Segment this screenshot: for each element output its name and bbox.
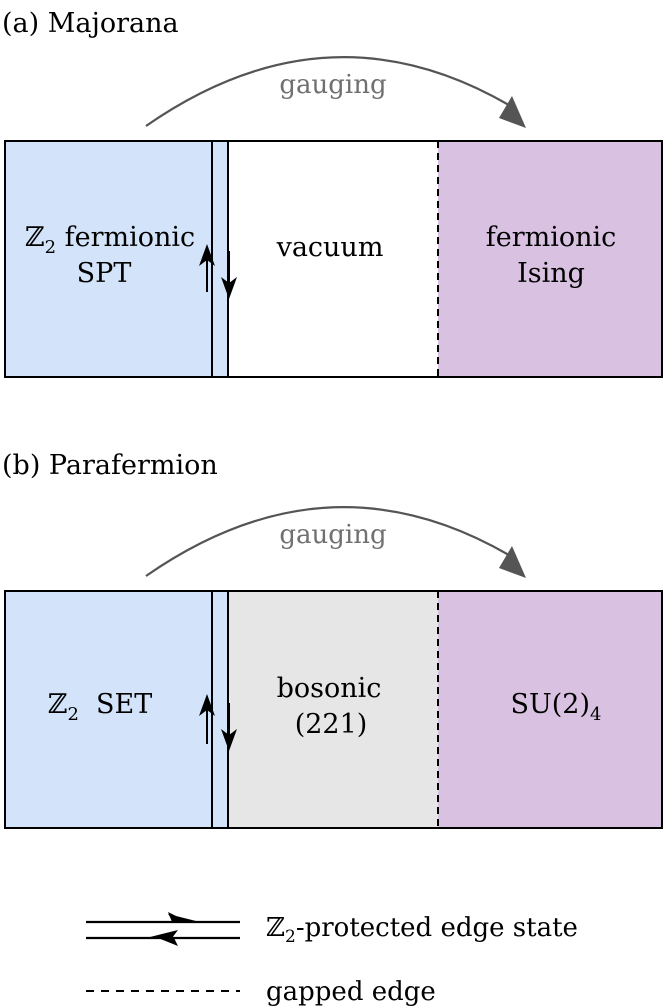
region-vacuum	[228, 141, 438, 377]
panel-b-label: (b) Parafermion	[2, 450, 218, 481]
region-ising	[438, 141, 662, 377]
gauging-label-b: gauging	[279, 520, 386, 550]
su2-label: SU(2)4	[511, 689, 602, 725]
gauging-arrow-a	[145, 56, 515, 127]
panel-a: (a) Majorana gauging ℤ2 fermionic SPT va…	[2, 8, 663, 378]
legend-edge-state-label: ℤ2-protected edge state	[266, 913, 578, 947]
edge-state-arrows-b	[199, 694, 237, 751]
gauging-arrowhead-a	[499, 96, 526, 128]
legend-gapped-edge-label: gapped edge	[266, 977, 436, 1007]
edge-channel-a	[212, 141, 228, 377]
gauging-arrow-b	[145, 506, 515, 577]
region-spt	[5, 141, 212, 377]
gauging-label-a: gauging	[279, 70, 386, 100]
edge-state-arrows-a	[199, 244, 237, 299]
spt-label-line1: ℤ2 fermionic	[25, 222, 195, 258]
gauging-arrowhead-b	[499, 546, 526, 578]
bosonic-label-line2: (221)	[295, 709, 368, 740]
set-label: ℤ2 SET	[48, 689, 153, 725]
spt-label-line2: SPT	[77, 258, 132, 289]
panel-a-label: (a) Majorana	[2, 8, 179, 39]
region-bosonic	[228, 591, 438, 828]
legend-edge-state-symbol	[86, 912, 240, 946]
edge-channel-b	[212, 591, 228, 828]
panel-b-frame	[4, 590, 663, 829]
panel-a-frame	[4, 140, 663, 378]
bosonic-label-line1: bosonic	[277, 673, 382, 704]
legend: ℤ2-protected edge state gapped edge	[86, 912, 578, 1007]
panel-b: (b) Parafermion gauging ℤ2 SET bosonic (…	[2, 450, 663, 829]
vacuum-label: vacuum	[276, 232, 384, 263]
ising-label-line1: fermionic	[486, 222, 617, 253]
region-set	[5, 591, 212, 828]
ising-label-line2: Ising	[517, 258, 585, 289]
region-su2	[438, 591, 662, 828]
